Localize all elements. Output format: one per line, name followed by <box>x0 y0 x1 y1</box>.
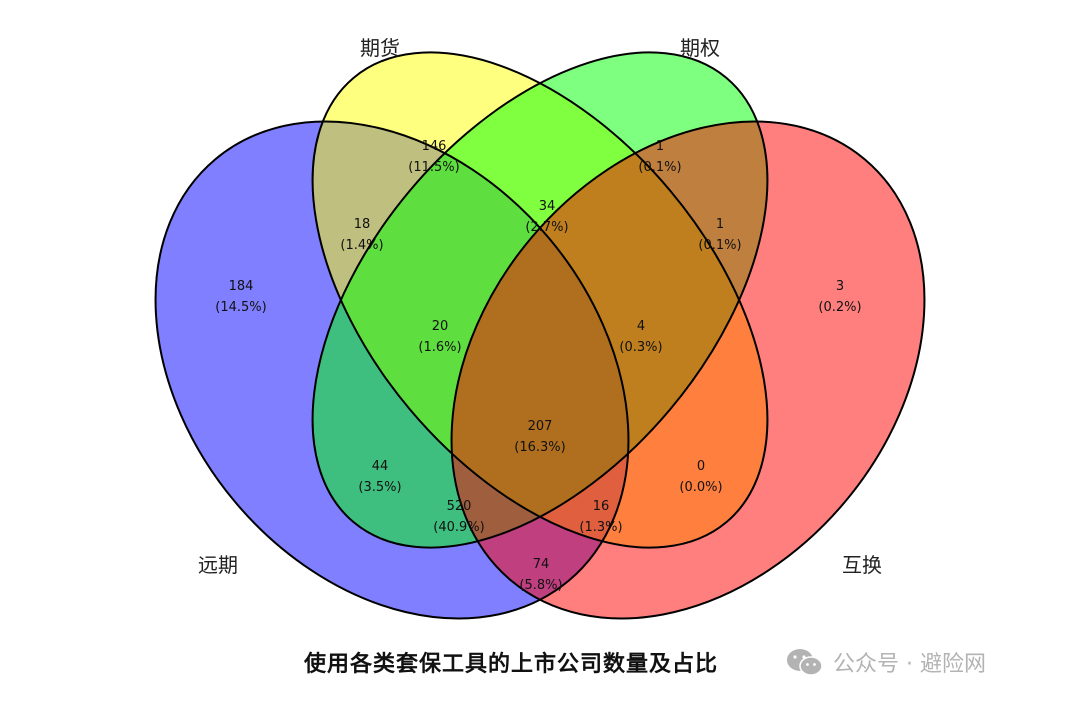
region-pct-far_fut: (1.4%) <box>340 238 383 253</box>
region-count-far_swp: 74 <box>533 557 550 572</box>
region-pct-far_swp: (5.8%) <box>519 578 562 593</box>
region-pct-all: (16.3%) <box>514 440 565 455</box>
set-label-far: 远期 <box>198 553 238 577</box>
venn-outline-far <box>154 120 630 620</box>
region-count-opt_only: 1 <box>656 139 664 154</box>
region-pct-fut_opt_swp: (0.3%) <box>619 340 662 355</box>
venn-outline-opt <box>311 51 769 549</box>
region-count-far_opt: 44 <box>372 459 389 474</box>
watermark: 公众号 · 避险网 <box>785 646 986 678</box>
figure-caption: 使用各类套保工具的上市公司数量及占比 <box>304 652 719 677</box>
region-count-fut_swp: 0 <box>697 459 705 474</box>
caption-bar: 使用各类套保工具的上市公司数量及占比 公众号 · 避险网 <box>0 642 1080 686</box>
region-count-fut_opt_swp: 4 <box>637 319 645 334</box>
region-count-far_opt_swp: 520 <box>447 499 472 514</box>
watermark-text: 公众号 · 避险网 <box>833 652 986 677</box>
venn-region-labels: 146(11.5%)1(0.1%)18(1.4%)34(2.7%)1(0.1%)… <box>215 139 861 593</box>
set-label-opt: 期权 <box>680 36 720 60</box>
region-count-fut_only: 146 <box>422 139 447 154</box>
region-pct-far_fut_swp: (1.3%) <box>579 520 622 535</box>
region-pct-swp_only: (0.2%) <box>818 300 861 315</box>
region-count-all: 207 <box>528 419 553 434</box>
region-pct-opt_only: (0.1%) <box>638 160 681 175</box>
venn-set-swp <box>451 121 925 619</box>
region-count-far_only: 184 <box>229 279 254 294</box>
region-count-fut_opt: 34 <box>539 199 556 214</box>
venn-outline-fut <box>311 51 769 549</box>
region-pct-far_opt_swp: (40.9%) <box>433 520 484 535</box>
set-label-fut: 期货 <box>360 36 400 60</box>
region-pct-far_fut_opt: (1.6%) <box>418 340 461 355</box>
region-pct-fut_swp: (0.0%) <box>679 480 722 495</box>
region-pct-opt_swp: (0.1%) <box>698 238 741 253</box>
wechat-icon <box>787 649 823 676</box>
region-pct-fut_opt: (2.7%) <box>525 220 568 235</box>
set-label-swp: 互换 <box>842 553 882 577</box>
venn-outline-swp <box>450 120 926 620</box>
region-pct-far_opt: (3.5%) <box>358 480 401 495</box>
region-count-far_fut_opt: 20 <box>432 319 449 334</box>
venn-ellipses <box>154 51 926 620</box>
region-count-swp_only: 3 <box>836 279 844 294</box>
region-pct-far_only: (14.5%) <box>215 300 266 315</box>
region-count-opt_swp: 1 <box>716 217 724 232</box>
venn-diagram: 远期期货期权互换 146(11.5%)1(0.1%)18(1.4%)34(2.7… <box>154 36 926 620</box>
region-count-far_fut: 18 <box>354 217 371 232</box>
region-pct-fut_only: (11.5%) <box>408 160 459 175</box>
region-count-far_fut_swp: 16 <box>593 499 610 514</box>
